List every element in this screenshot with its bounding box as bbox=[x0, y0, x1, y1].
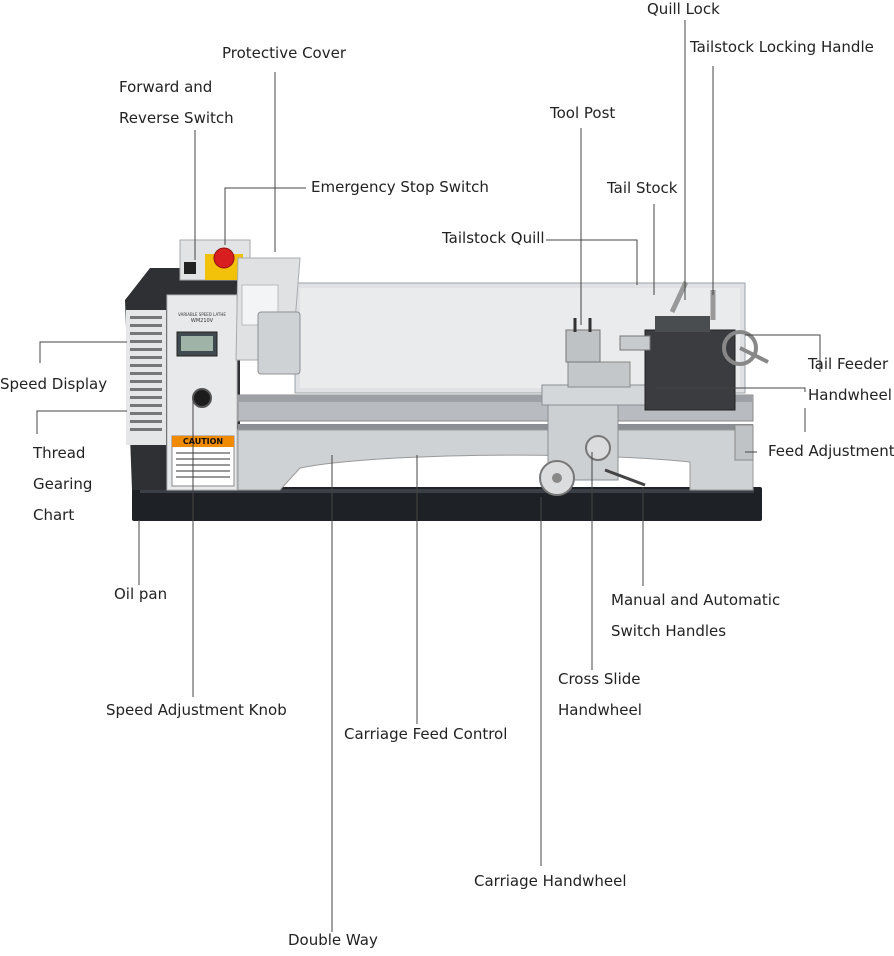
tail-feeder-handwheel bbox=[722, 330, 758, 366]
cross-slide bbox=[541, 384, 653, 406]
caution-text: CAUTION bbox=[182, 437, 224, 446]
emergency-stop-button bbox=[213, 247, 235, 269]
label-carriage-feed-control: Carriage Feed Control bbox=[344, 725, 508, 743]
thread-gearing-chart bbox=[126, 310, 166, 445]
tailstock-quill bbox=[619, 335, 651, 351]
lathe-base bbox=[237, 429, 754, 491]
label-speed-adjustment-knob: Speed Adjustment Knob bbox=[106, 701, 287, 719]
label-tailstock-quill: Tailstock Quill bbox=[442, 229, 545, 247]
leader-lines bbox=[36, 20, 821, 932]
lead-screw bbox=[238, 424, 753, 430]
label-emergency-stop-switch: Emergency Stop Switch bbox=[311, 178, 489, 196]
label-quill-lock: Quill Lock bbox=[647, 0, 720, 18]
label-tail-stock: Tail Stock bbox=[607, 179, 678, 197]
speed-adjustment-knob bbox=[192, 388, 212, 408]
label-carriage-handwheel: Carriage Handwheel bbox=[474, 872, 627, 890]
label-protective-cover: Protective Cover bbox=[222, 44, 346, 62]
label-speed-display: Speed Display bbox=[0, 375, 108, 393]
label-double-way: Double Way bbox=[288, 931, 378, 949]
label-tailstock-locking-handle: Tailstock Locking Handle bbox=[690, 38, 874, 56]
chuck bbox=[257, 311, 301, 375]
cross-slide-handwheel bbox=[585, 435, 611, 461]
tail-stock bbox=[644, 329, 736, 411]
label-oil-pan: Oil pan bbox=[114, 585, 168, 603]
tool-post bbox=[565, 329, 601, 363]
label-tool-post: Tool Post bbox=[550, 104, 616, 122]
oil-pan bbox=[132, 487, 762, 521]
feed-adjustment bbox=[734, 424, 754, 461]
label-feed-adjustment: Feed Adjustment bbox=[768, 442, 894, 460]
panel-model-text: VARIABLE SPEED LATHE WM210V bbox=[178, 312, 226, 324]
